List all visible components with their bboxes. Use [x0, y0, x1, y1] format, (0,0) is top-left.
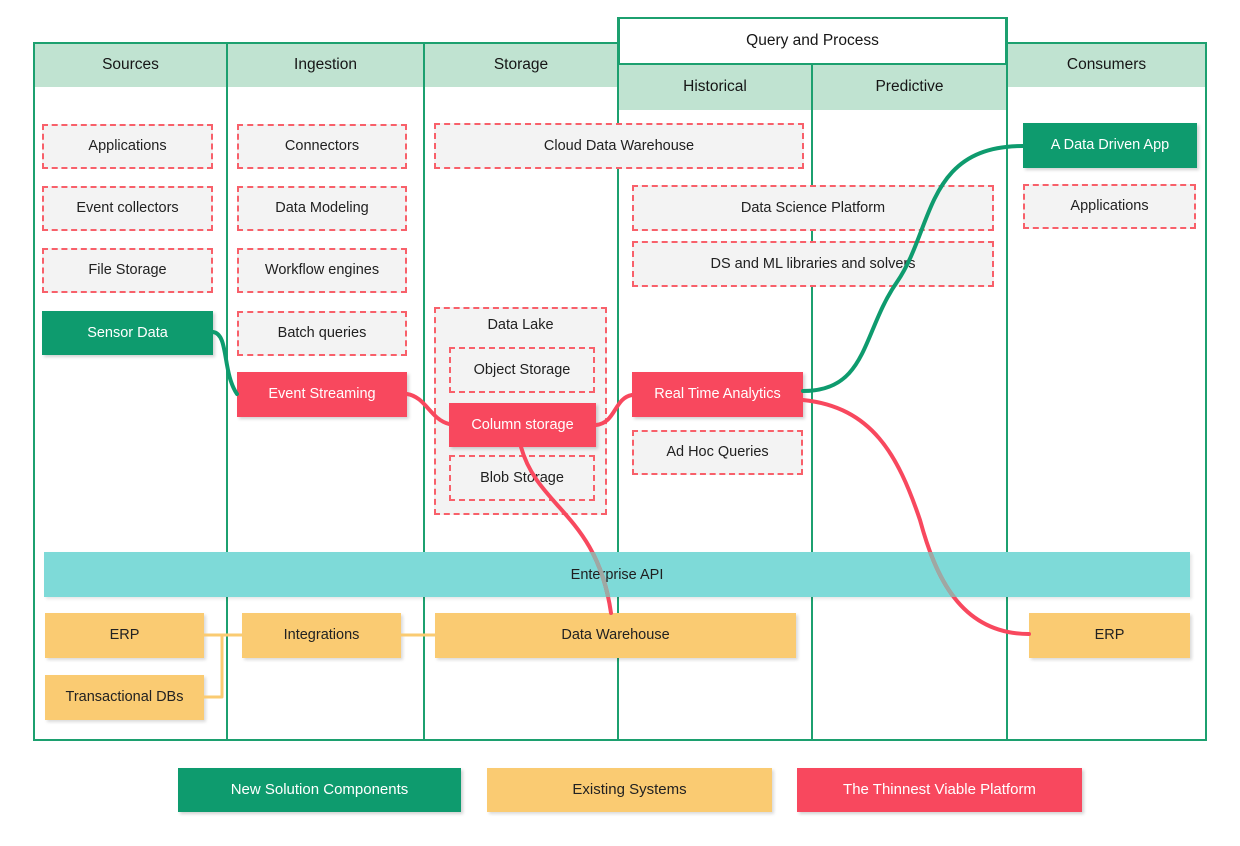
legend-new-solution-components: New Solution Components: [178, 768, 461, 812]
node-label: Data Modeling: [275, 200, 369, 217]
node-label: A Data Driven App: [1050, 137, 1170, 154]
divider-sources-ingestion: [226, 42, 228, 741]
header-historical-label: Historical: [683, 78, 747, 95]
header-sources-label: Sources: [102, 56, 159, 73]
divider-historical-predictive: [811, 63, 813, 741]
node-label: Applications: [1070, 198, 1149, 215]
node-data-modeling: Data Modeling: [237, 186, 407, 231]
node-integrations: Integrations: [242, 613, 401, 658]
node-data-warehouse: Data Warehouse: [435, 613, 796, 658]
header-storage: Storage: [424, 43, 618, 87]
node-batch-queries: Batch queries: [237, 311, 407, 356]
node-erp-left: ERP: [45, 613, 204, 658]
node-real-time-analytics: Real Time Analytics: [632, 372, 803, 417]
node-applications-consumers: Applications: [1023, 184, 1196, 229]
node-label: Object Storage: [473, 361, 571, 378]
header-predictive: Predictive: [813, 64, 1006, 110]
band-enterprise-api-label: Enterprise API: [570, 566, 664, 583]
legend-label: New Solution Components: [230, 781, 409, 799]
node-erp-right: ERP: [1029, 613, 1190, 658]
legend-label: The Thinnest Viable Platform: [843, 781, 1036, 799]
node-label: Data Science Platform: [740, 199, 886, 216]
node-label: Column storage: [471, 416, 574, 433]
band-enterprise-api: Enterprise API: [44, 552, 1190, 597]
node-label: Cloud Data Warehouse: [543, 137, 695, 154]
legend-thinnest-viable-platform: The Thinnest Viable Platform: [797, 768, 1082, 812]
header-ingestion-label: Ingestion: [294, 56, 357, 73]
header-consumers: Consumers: [1007, 43, 1206, 87]
node-blob-storage: Blob Storage: [449, 455, 595, 501]
node-ad-hoc-queries: Ad Hoc Queries: [632, 430, 803, 475]
header-historical: Historical: [619, 64, 811, 110]
node-file-storage: File Storage: [42, 248, 213, 293]
node-label: Applications: [88, 138, 167, 155]
node-column-storage: Column storage: [449, 403, 596, 447]
node-label: Data Warehouse: [561, 627, 670, 644]
node-label: Batch queries: [277, 325, 367, 342]
header-query-and-process-label: Query and Process: [746, 32, 879, 49]
divider-predictive-consumers: [1006, 17, 1008, 741]
node-label: Event collectors: [76, 200, 179, 217]
node-transactional-dbs: Transactional DBs: [45, 675, 204, 720]
node-label: Transactional DBs: [65, 689, 184, 706]
group-data-lake: Data Lake Object Storage Column storage …: [434, 307, 607, 515]
header-predictive-label: Predictive: [875, 78, 944, 95]
node-label: Event Streaming: [268, 386, 376, 403]
divider-ingestion-storage: [423, 42, 425, 741]
node-data-science-platform: Data Science Platform: [632, 185, 994, 231]
node-event-collectors: Event collectors: [42, 186, 213, 231]
node-label: Blob Storage: [480, 469, 564, 486]
node-label: ERP: [1094, 627, 1125, 644]
node-data-driven-app: A Data Driven App: [1023, 123, 1197, 168]
node-object-storage: Object Storage: [449, 347, 595, 393]
node-label: DS and ML libraries and solvers: [710, 255, 916, 272]
header-ingestion: Ingestion: [227, 43, 424, 87]
node-label: Real Time Analytics: [654, 386, 781, 403]
node-applications-sources: Applications: [42, 124, 213, 169]
node-label: Workflow engines: [264, 262, 380, 279]
header-storage-label: Storage: [493, 56, 549, 73]
node-label: Sensor Data: [87, 324, 168, 341]
header-sources: Sources: [34, 43, 227, 87]
node-label: Integrations: [283, 627, 360, 644]
node-label: ERP: [109, 627, 140, 644]
node-label: Ad Hoc Queries: [666, 444, 769, 461]
node-connectors: Connectors: [237, 124, 407, 169]
node-label: Connectors: [284, 138, 360, 155]
node-ds-ml-libraries: DS and ML libraries and solvers: [632, 241, 994, 287]
node-cloud-data-warehouse: Cloud Data Warehouse: [434, 123, 804, 169]
legend-label: Existing Systems: [572, 781, 687, 799]
group-data-lake-label: Data Lake: [487, 317, 554, 333]
node-label: File Storage: [88, 262, 167, 279]
header-query-and-process: Query and Process: [618, 17, 1007, 65]
header-consumers-label: Consumers: [1066, 56, 1147, 73]
divider-storage-historical: [617, 17, 619, 741]
legend-existing-systems: Existing Systems: [487, 768, 772, 812]
node-sensor-data: Sensor Data: [42, 311, 213, 355]
node-event-streaming: Event Streaming: [237, 372, 407, 417]
node-workflow-engines: Workflow engines: [237, 248, 407, 293]
